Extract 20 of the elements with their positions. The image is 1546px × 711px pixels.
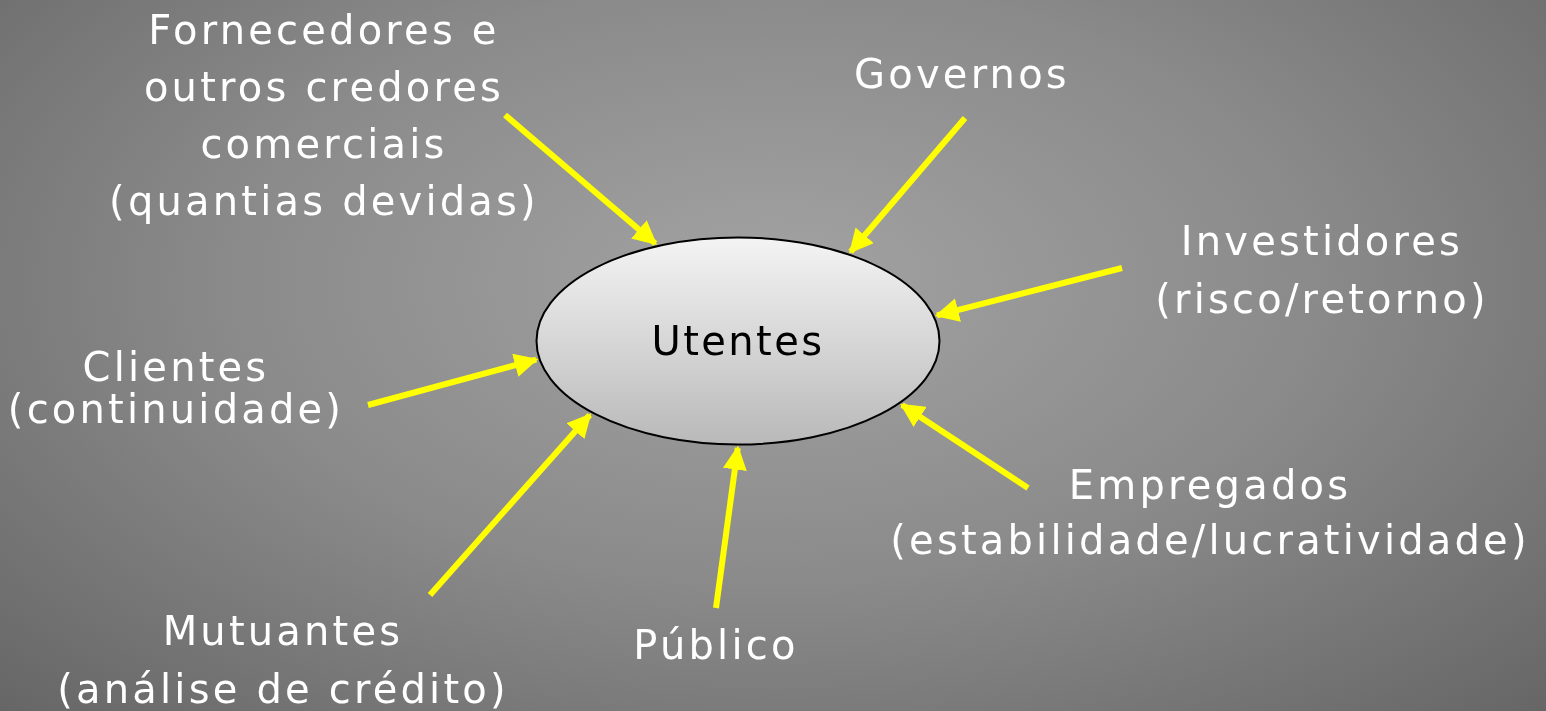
stakeholder-note: (risco/retorno) xyxy=(1155,275,1489,324)
stakeholder-label: Clientes xyxy=(82,346,270,388)
stakeholder-note: (quantias devidas) xyxy=(109,177,539,226)
stakeholder-label: Investidores xyxy=(1180,217,1464,266)
arrow xyxy=(900,402,1030,491)
stakeholder-label: Público xyxy=(633,621,799,670)
arrow xyxy=(367,353,539,408)
stakeholder-note: (análise de crédito) xyxy=(57,665,509,711)
stakeholder-label: Fornecedores e outros credores comerciais xyxy=(142,6,506,169)
arrow xyxy=(427,412,592,597)
arrow xyxy=(848,116,968,254)
node-label: Utentes xyxy=(651,317,825,366)
arrow xyxy=(713,445,747,609)
arrow xyxy=(503,112,658,246)
stakeholder-note: (estabilidade/lucratividade) xyxy=(890,516,1530,565)
stakeholder-label: Governos xyxy=(854,50,1070,99)
arrow xyxy=(934,265,1123,322)
stakeholder-note: (continuidade) xyxy=(7,388,345,430)
stakeholder-label: Empregados xyxy=(1068,461,1352,510)
stakeholder-label: Mutuantes xyxy=(162,607,404,656)
